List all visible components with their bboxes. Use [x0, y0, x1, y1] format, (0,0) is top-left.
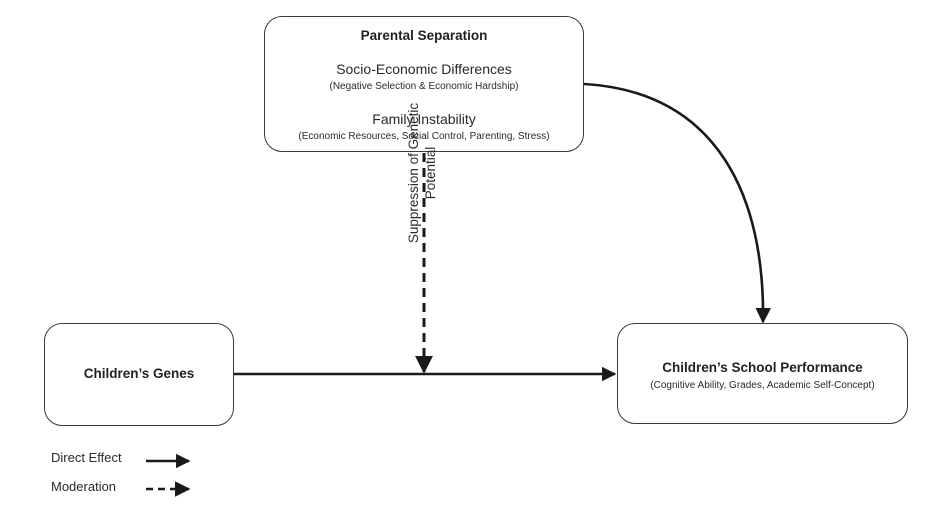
school-performance-box: Children’s School Performance (Cognitive… — [617, 323, 908, 424]
socio-economic-label: Socio-Economic Differences — [336, 61, 512, 77]
childrens-genes-title: Children’s Genes — [83, 366, 195, 381]
moderation-label-line1: Suppression of Genetic — [406, 102, 421, 244]
legend-moderation-label: Moderation — [51, 479, 117, 494]
childrens-genes-box: Children’s Genes — [44, 323, 234, 426]
moderation-label-line2: Potential — [423, 146, 438, 200]
family-instability-detail: (Economic Resources, Social Control, Par… — [298, 131, 550, 142]
moderation-label: Suppression of Genetic Potential — [405, 78, 439, 268]
parental-separation-box: Parental Separation Socio-Economic Diffe… — [264, 16, 584, 152]
school-performance-detail: (Cognitive Ability, Grades, Academic Sel… — [650, 380, 875, 391]
parental-to-school-arrow — [583, 82, 772, 324]
socio-economic-detail: (Negative Selection & Economic Hardship) — [329, 81, 519, 92]
school-performance-title: Children’s School Performance — [662, 360, 863, 375]
family-instability-label: Family Instability — [372, 111, 476, 127]
parental-separation-title: Parental Separation — [360, 28, 488, 43]
legend-direct-label: Direct Effect — [51, 450, 122, 465]
